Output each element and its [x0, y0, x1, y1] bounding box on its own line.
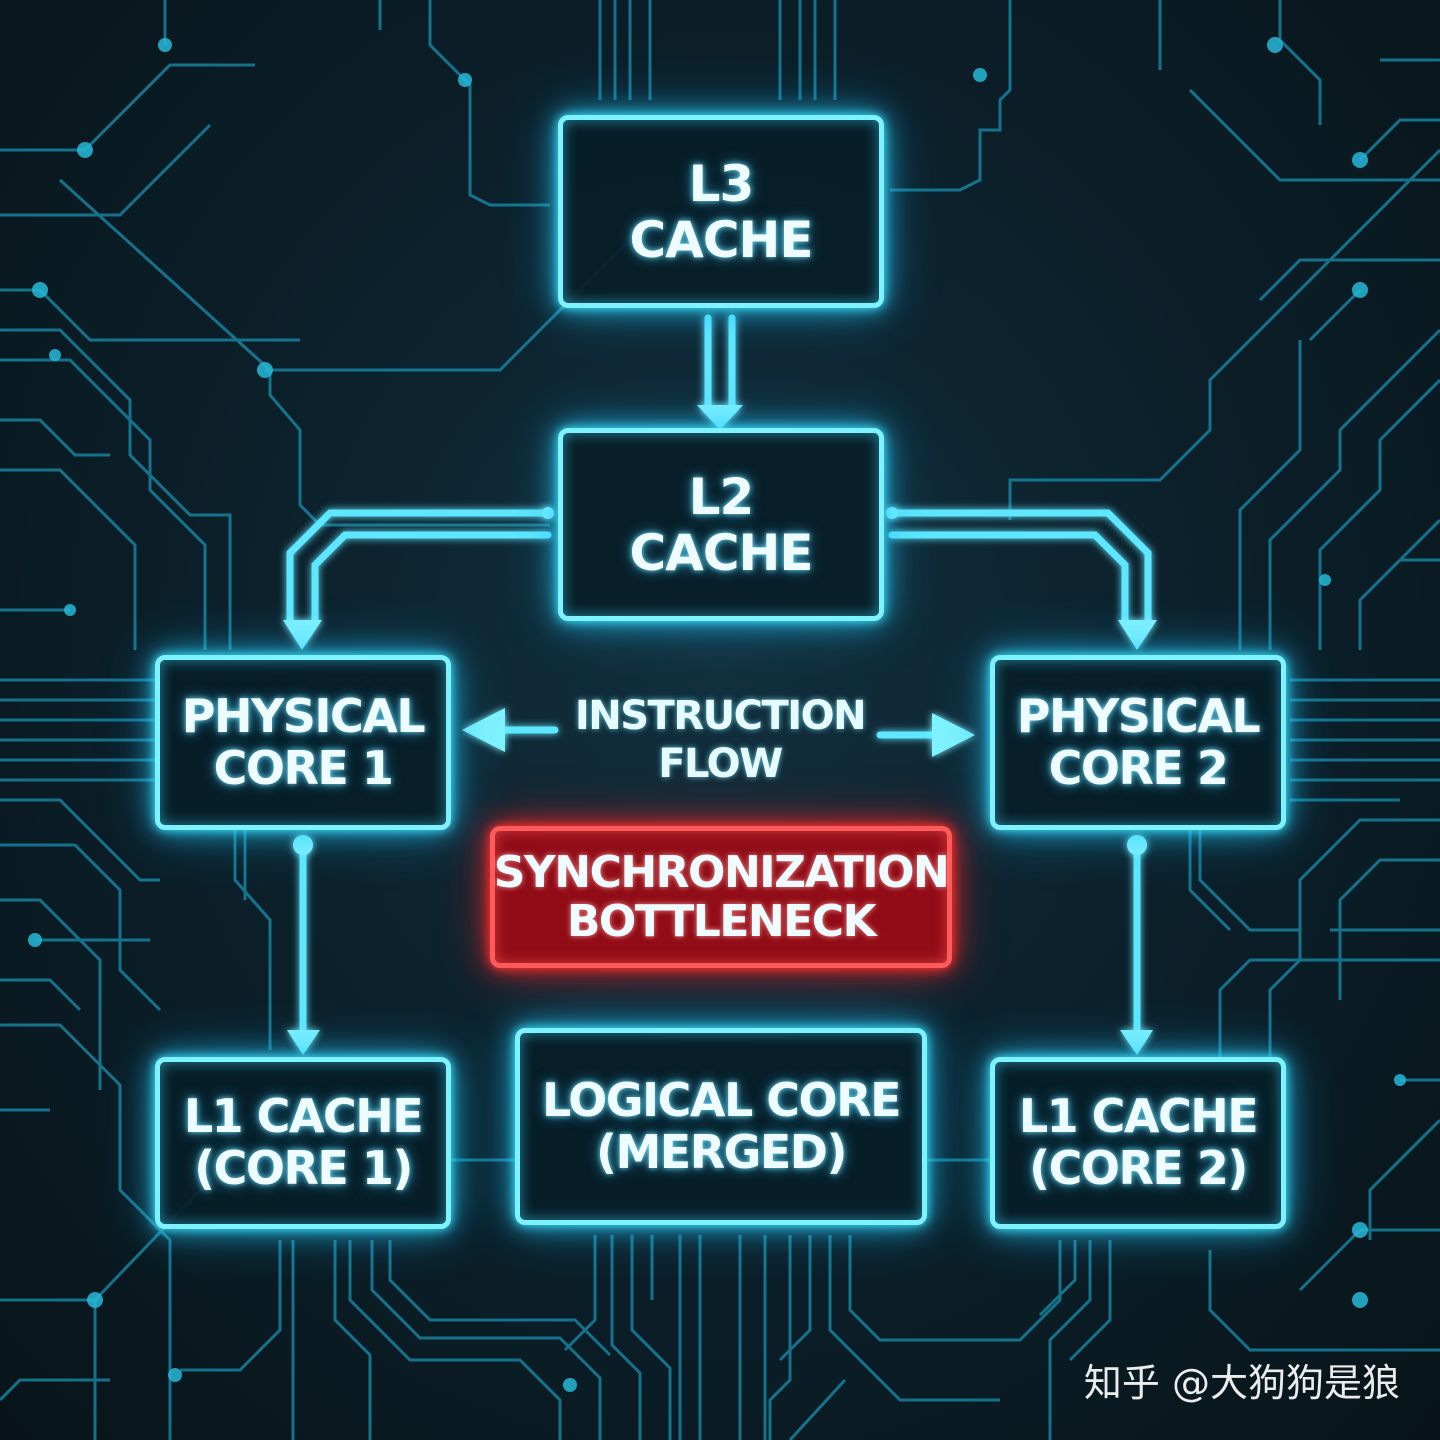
logical-core-line2: (MERGED): [595, 1124, 848, 1179]
physical-core-2-line2: CORE 2: [1048, 740, 1229, 795]
connector-arrowheads: [283, 405, 1157, 1055]
arrow-flow-right-icon: [932, 713, 975, 757]
l3-cache-line1: L3: [688, 154, 755, 213]
instruction-flow-line1: INSTRUCTION: [574, 693, 867, 739]
l1-cache-core-2-node: L1 CACHE (CORE 2): [990, 1057, 1286, 1229]
l1-cache-core-2-line2: (CORE 2): [1029, 1141, 1248, 1195]
arrow-l2-to-core2-icon: [1118, 620, 1157, 650]
physical-core-2-node: PHYSICAL CORE 2: [990, 655, 1286, 830]
watermark: 知乎 @大狗狗是狼: [1083, 1361, 1400, 1405]
l2-cache-line1: L2: [688, 467, 755, 526]
arrow-core1-to-l1-icon: [287, 1030, 320, 1055]
l2-cache-line2: CACHE: [629, 523, 813, 582]
background-circuit-nodes: [28, 37, 1406, 1392]
logical-core-merged-node: LOGICAL CORE (MERGED): [515, 1028, 927, 1225]
l1-cache-core-2-line1: L1 CACHE: [1018, 1089, 1259, 1144]
instruction-flow-line2: FLOW: [658, 741, 783, 787]
arrow-l3-to-l2-icon: [697, 405, 743, 430]
l1-cache-core-1-line2: (CORE 1): [194, 1141, 413, 1195]
synchronization-bottleneck-alert: SYNCHRONIZATION BOTTLENECK: [490, 826, 952, 968]
l3-cache-line2: CACHE: [629, 210, 813, 269]
physical-core-2-line1: PHYSICAL: [1016, 688, 1261, 743]
l2-cache-node: L2 CACHE: [558, 428, 884, 621]
arrow-core2-to-l1-icon: [1120, 1030, 1153, 1055]
physical-core-1-node: PHYSICAL CORE 1: [155, 655, 451, 830]
main-connectors: [286, 314, 1152, 1034]
l3-cache-node: L3 CACHE: [558, 115, 884, 308]
l1-cache-core-1-line1: L1 CACHE: [183, 1089, 424, 1144]
physical-core-1-line2: CORE 1: [213, 740, 394, 795]
logical-core-line1: LOGICAL CORE: [541, 1072, 902, 1127]
bottleneck-line1: SYNCHRONIZATION: [493, 846, 950, 898]
l1-cache-core-1-node: L1 CACHE (CORE 1): [155, 1057, 451, 1229]
bottleneck-line2: BOTTLENECK: [566, 896, 877, 947]
arrow-flow-left-icon: [462, 708, 505, 752]
physical-core-1-line1: PHYSICAL: [181, 688, 426, 743]
instruction-flow-label: INSTRUCTION FLOW: [560, 692, 880, 788]
arrow-l2-to-core1-icon: [283, 620, 322, 650]
